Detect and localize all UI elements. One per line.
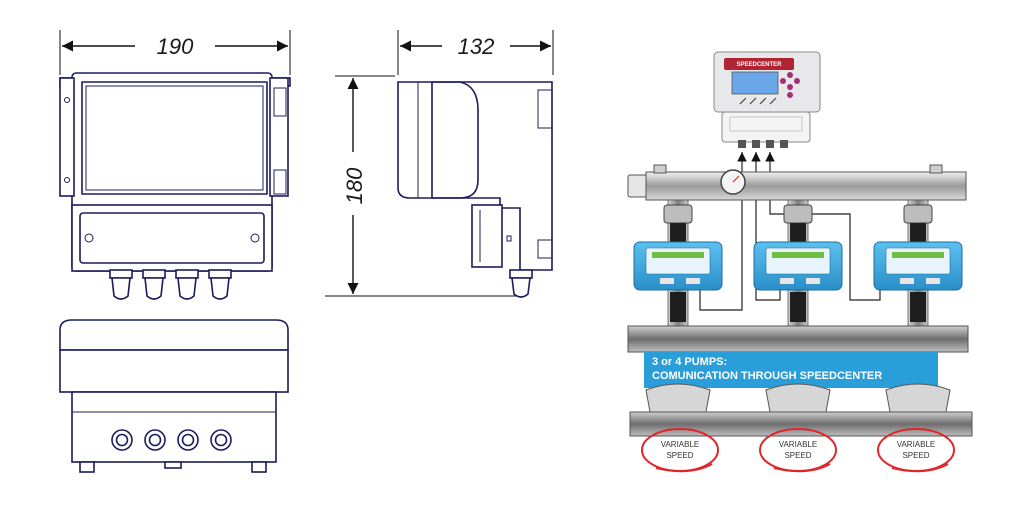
variable-speed-badge-1: VARIABLE SPEED <box>641 428 719 473</box>
variable-speed-badge-2: VARIABLE SPEED <box>759 428 837 473</box>
badge-1-line2: SPEED <box>666 451 693 460</box>
dimension-width-label: 190 <box>157 34 194 59</box>
badge-2-line2: SPEED <box>784 451 811 460</box>
inverter-2 <box>753 241 843 291</box>
badge-3-line2: SPEED <box>902 451 929 460</box>
base-frame <box>629 411 973 437</box>
banner-line2: COMUNICATION THROUGH SPEEDCENTER <box>652 370 882 382</box>
badge-1-line1: VARIABLE <box>661 440 700 449</box>
dimension-width: 190 <box>59 30 291 75</box>
dimension-height: 180 <box>325 75 520 297</box>
badge-2-line1: VARIABLE <box>779 440 818 449</box>
dimension-depth-label: 132 <box>458 34 495 59</box>
banner-line1: 3 or 4 PUMPS: <box>652 356 727 368</box>
speedcenter-label: SPEEDCENTER <box>736 62 782 68</box>
inverter-3 <box>873 241 963 291</box>
enclosure-bottom-view <box>59 319 289 473</box>
inverter-1 <box>633 241 723 291</box>
dimension-depth: 132 <box>397 30 554 75</box>
enclosure-front-view <box>59 72 291 300</box>
pump-bodies <box>645 383 951 413</box>
info-banner: 3 or 4 PUMPS: COMUNICATION THROUGH SPEED… <box>644 352 938 388</box>
pump-system: SPEEDCENTER <box>627 51 973 473</box>
badge-3-line1: VARIABLE <box>897 440 936 449</box>
speedcenter-controller: SPEEDCENTER <box>713 51 821 148</box>
enclosure-side-view <box>397 81 553 298</box>
bottom-manifold <box>627 325 969 353</box>
variable-speed-badge-3: VARIABLE SPEED <box>877 428 955 473</box>
top-manifold <box>627 164 967 201</box>
dimension-height-label: 180 <box>342 167 367 204</box>
